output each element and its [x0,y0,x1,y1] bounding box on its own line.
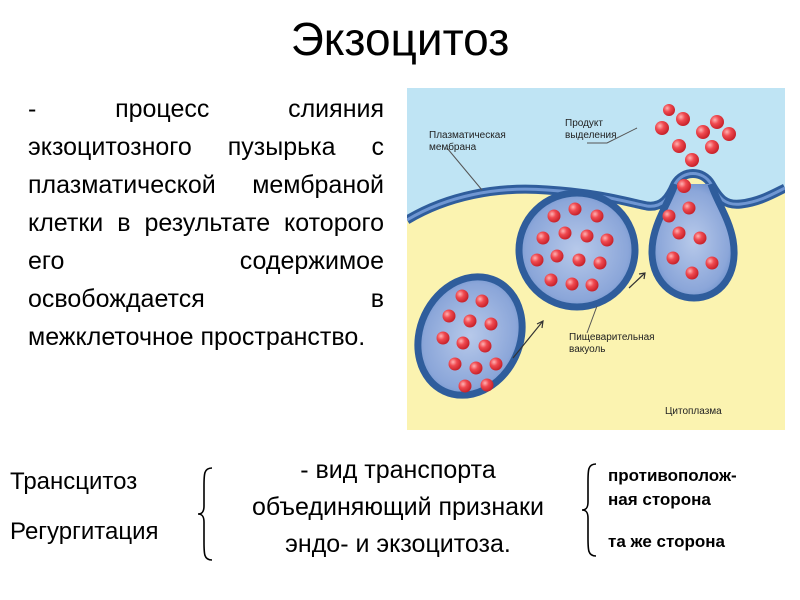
label-membrane-2: мембрана [429,141,477,153]
description-text: - вид транспорта объединяющий признаки э… [214,452,582,563]
fusing-vesicle [648,182,738,302]
label-vacuole-1: Пищеварительная [569,332,655,343]
right-brace [581,463,597,557]
description-line-2: объединяющий признаки [252,493,544,521]
label-cytoplasm: Цитоплазма [665,406,722,417]
description-line-1: - вид транспорта [300,456,496,484]
label-vacuole-2: вакуоль [569,344,606,355]
label-membrane-1: Плазматическая [429,130,506,141]
definition-text: - процесс слияния экзоцитозного пузырька… [28,95,384,351]
movement-arrows [512,272,646,359]
side-same: та же сторона [608,532,725,551]
side-opposite: противополож- ная сторона [608,464,737,512]
side-opposite-line-2: ная сторона [608,490,711,509]
term-transcytosis: Трансцитоз [10,468,138,495]
label-product-1: Продукт [565,118,603,129]
page-title: Экзоцитоз [290,13,510,65]
exocytosis-diagram: Плазматическая мембрана Продукт выделени… [407,88,785,430]
left-brace [197,467,213,561]
side-opposite-line-1: противополож- [608,466,737,485]
description-line-3: эндо- и экзоцитоза. [285,530,511,558]
label-product-2: выделения [565,130,616,141]
callout-lines [446,127,638,334]
term-regurgitation: Регургитация [10,518,159,545]
secretory-granules [436,104,736,393]
